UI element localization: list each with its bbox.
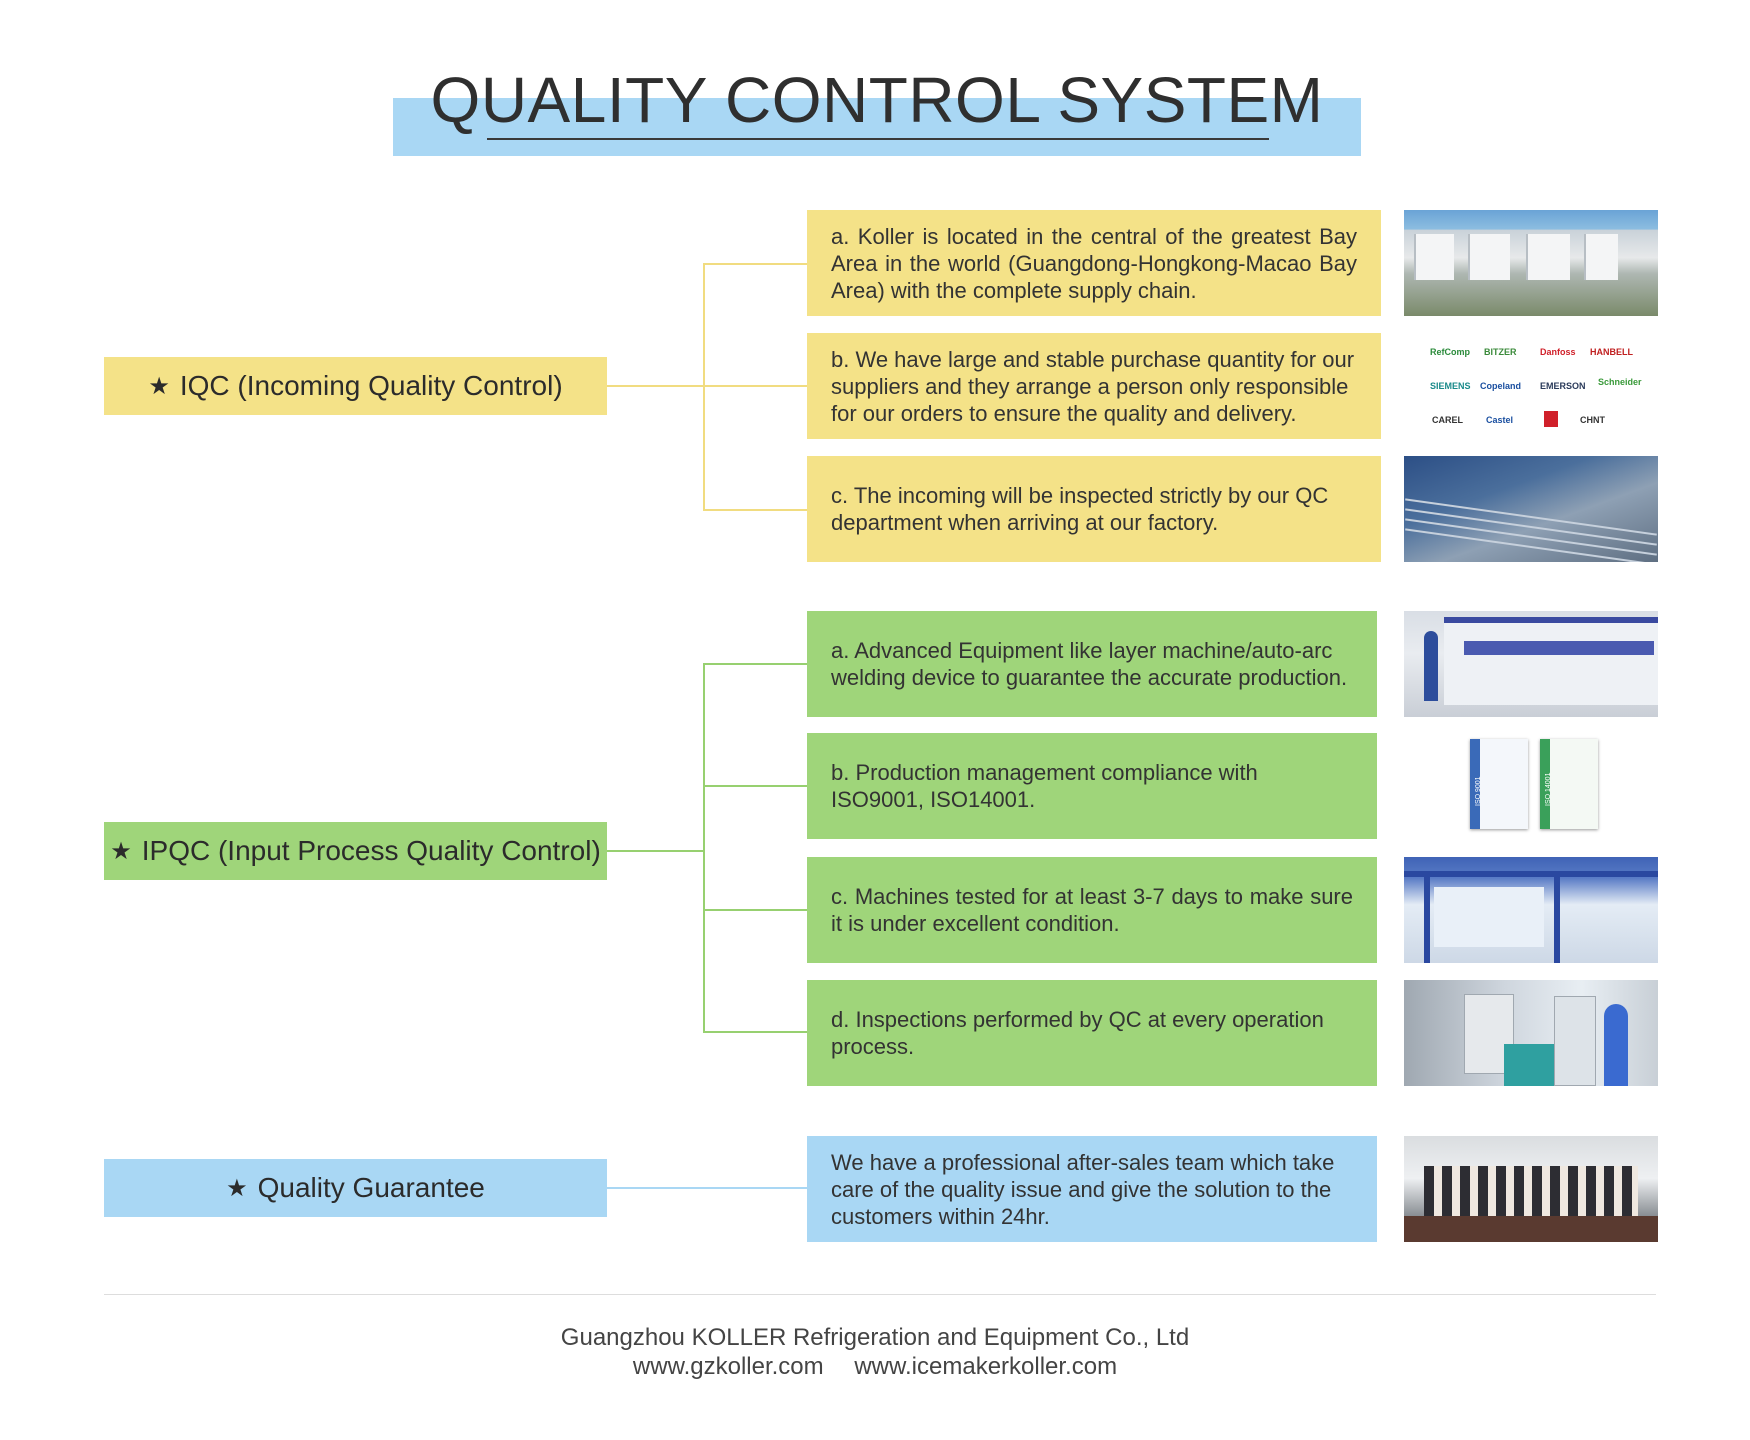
footer-company-name: Guangzhou KOLLER Refrigeration and Equip… [560,1324,1190,1351]
iqc-connector-horizontal [607,385,703,387]
ipqc-item-b-text: b. Production management compliance with… [831,760,1258,812]
ipqc-category: ★ IPQC (Input Process Quality Control) [104,822,607,880]
iqc-connector-vertical [703,263,705,511]
footer-websites: www.gzkoller.com www.icemakerkoller.com [0,1353,1750,1381]
danfoss-logo: Danfoss [1540,347,1576,357]
iqc-label: IQC (Incoming Quality Control) [179,370,563,401]
iso9001-label: ISO 9001 [1475,776,1482,806]
iqc-item-c-text: c. The incoming will be inspected strict… [831,483,1329,535]
ipqc-item-d-text: d. Inspections performed by QC at every … [831,1007,1324,1059]
chnt-logo: CHNT [1580,415,1605,425]
carel-red-logo [1544,411,1558,427]
footer-website-1: www.gzkoller.com [632,1353,824,1380]
iqc-item-b-text: b. We have large and stable purchase qua… [831,346,1355,426]
iqc-item-a-text: a. Koller is located in the central of t… [831,223,1357,303]
iqc-category: ★ IQC (Incoming Quality Control) [104,357,607,415]
iqc-connector-c [703,509,807,511]
ipqc-connector-horizontal [607,850,703,852]
footer-website-2: www.icemakerkoller.com [854,1353,1118,1380]
title-underline [487,138,1269,140]
star-icon: ★ [148,372,170,400]
incoming-inspection-photo [1404,456,1658,562]
iqc-item-b: b. We have large and stable purchase qua… [807,333,1381,439]
ipqc-connector-vertical [703,663,705,1033]
qg-connector [607,1187,807,1189]
iqc-item-c: c. The incoming will be inspected strict… [807,456,1381,562]
quality-guarantee-category: ★ Quality Guarantee [104,1159,607,1217]
iso14001-certificate: ISO 14001 [1540,739,1598,829]
castel-logo: Castel [1486,415,1514,425]
hanbell-logo: HANBELL [1590,347,1633,357]
copeland-logo: Copeland [1480,381,1522,391]
after-sales-team-photo [1404,1136,1658,1242]
qg-item-text: We have a professional after-sales team … [831,1149,1335,1229]
ipqc-connector-a [703,663,807,665]
iqc-connector-b [703,385,807,387]
ipqc-item-c-text: c. Machines tested for at least 3-7 days… [831,884,1353,936]
refcomp-logo: RefComp [1430,347,1470,357]
quality-guarantee-label: Quality Guarantee [257,1172,485,1203]
ipqc-label: IPQC (Input Process Quality Control) [141,835,601,866]
ipqc-item-d: d. Inspections performed by QC at every … [807,980,1377,1086]
iqc-item-a: a. Koller is located in the central of t… [807,210,1381,316]
ipqc-connector-b [703,785,807,787]
ipqc-item-a-text: a. Advanced Equipment like layer machine… [831,638,1348,690]
ipqc-item-a: a. Advanced Equipment like layer machine… [807,611,1377,717]
ipqc-connector-c [703,909,807,911]
emerson-logo: EMERSON [1540,381,1586,391]
title-band [393,98,1361,156]
ipqc-item-c: c. Machines tested for at least 3-7 days… [807,857,1377,963]
iso-certificates-photo: ISO 9001 ISO 14001 [1404,733,1658,839]
bitzer-logo: BITZER [1484,347,1517,357]
ipqc-connector-d [703,1031,807,1033]
iso9001-certificate: ISO 9001 [1470,739,1528,829]
machine-testing-photo [1404,857,1658,963]
iso14001-label: ISO 14001 [1545,772,1552,806]
carel-logo: CAREL [1432,415,1463,425]
schneider-logo: Schneider [1598,377,1642,387]
laser-machine-photo [1404,611,1658,717]
supplier-logos: RefComp BITZER Danfoss HANBELL SIEMENS C… [1404,333,1658,439]
footer-divider [104,1294,1656,1295]
qc-inspection-photo [1404,980,1658,1086]
qg-item: We have a professional after-sales team … [807,1136,1377,1242]
ipqc-item-b: b. Production management compliance with… [807,733,1377,839]
page-title: QUALITY CONTROL SYSTEM [430,64,1324,136]
star-icon: ★ [110,837,132,865]
iqc-connector-a [703,263,807,265]
star-icon: ★ [226,1174,248,1202]
siemens-logo: SIEMENS [1430,381,1471,391]
factory-aerial-photo [1404,210,1658,316]
